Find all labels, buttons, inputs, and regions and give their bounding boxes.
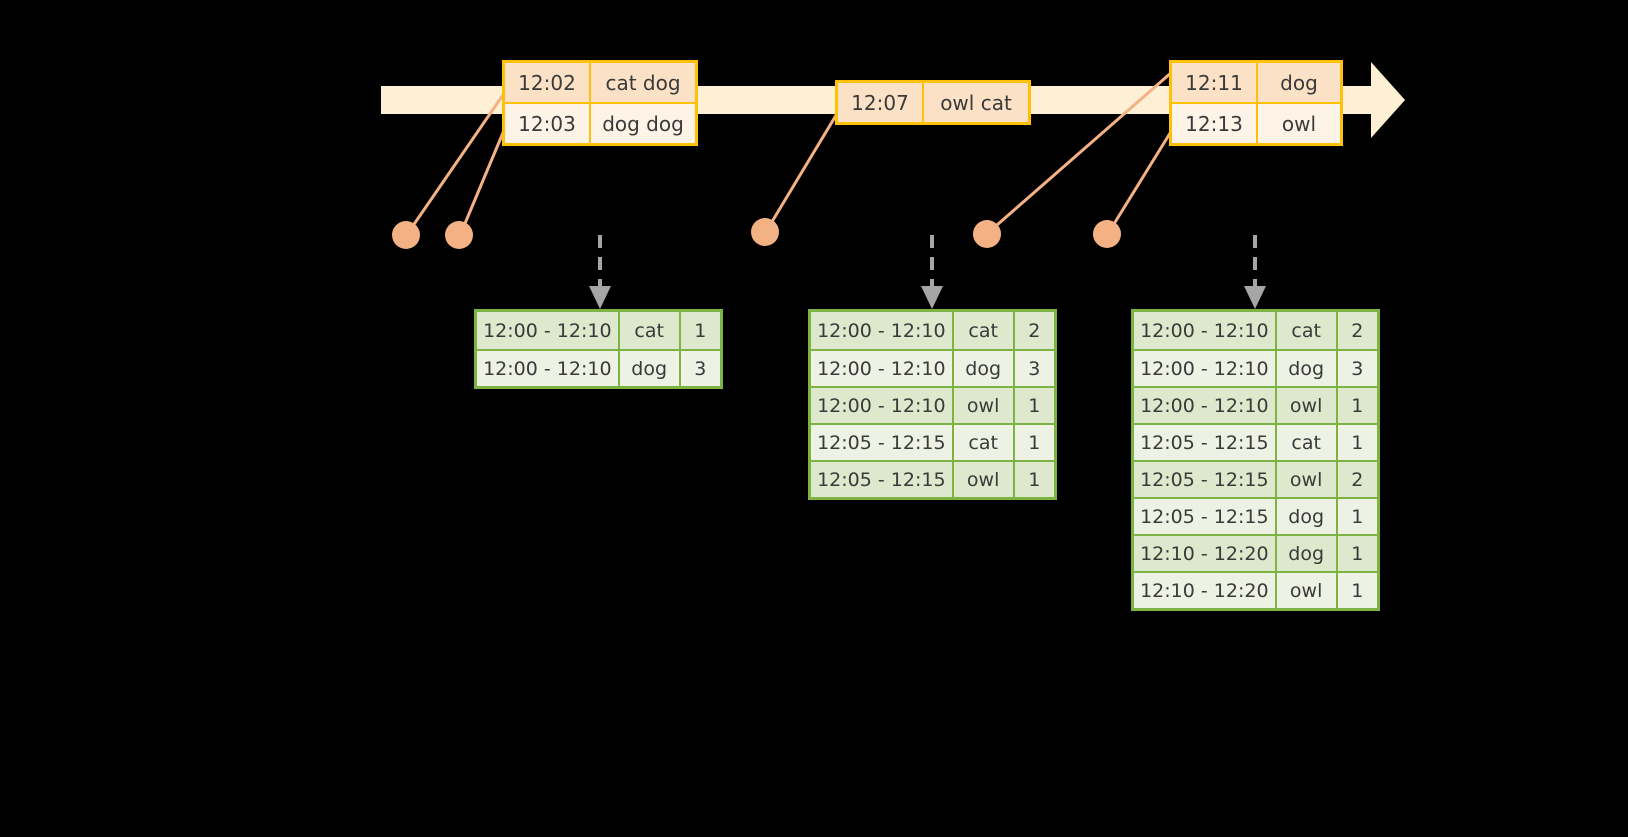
dashed-arrow-head-2 <box>921 286 943 309</box>
event-value: dog dog <box>591 104 695 143</box>
event-value: cat dog <box>591 63 695 102</box>
event-row: 12:13 owl <box>1172 102 1340 143</box>
key-cell: owl <box>1276 388 1338 423</box>
table-row: 12:00 - 12:10 owl 1 <box>811 386 1054 423</box>
dashed-arrow-head-3 <box>1244 286 1266 309</box>
count-cell: 2 <box>1337 462 1377 497</box>
key-cell: dog <box>619 351 681 386</box>
count-cell: 1 <box>1014 425 1054 460</box>
count-cell: 2 <box>1337 312 1377 349</box>
window-cell: 12:10 - 12:20 <box>1134 573 1277 608</box>
key-cell: cat <box>1276 425 1338 460</box>
event-time: 12:07 <box>838 83 924 122</box>
table-row: 12:05 - 12:15 cat 1 <box>811 423 1054 460</box>
window-cell: 12:00 - 12:10 <box>811 388 954 423</box>
count-cell: 2 <box>1014 312 1054 349</box>
event-row: 12:11 dog <box>1172 63 1340 102</box>
connector-dot-5 <box>1093 220 1121 248</box>
key-cell: cat <box>953 312 1015 349</box>
table-row: 12:00 - 12:10 dog 3 <box>1134 349 1377 386</box>
window-cell: 12:05 - 12:15 <box>811 462 954 497</box>
window-cell: 12:00 - 12:10 <box>477 312 620 349</box>
count-cell: 1 <box>1337 536 1377 571</box>
event-box-2: 12:07 owl cat <box>835 80 1031 125</box>
window-cell: 12:00 - 12:10 <box>1134 351 1277 386</box>
count-cell: 3 <box>1014 351 1054 386</box>
window-cell: 12:05 - 12:15 <box>811 425 954 460</box>
table-row: 12:00 - 12:10 dog 3 <box>477 349 720 386</box>
event-value: owl cat <box>924 83 1028 122</box>
table-row: 12:00 - 12:10 cat 1 <box>477 312 720 349</box>
count-cell: 3 <box>680 351 720 386</box>
event-value: dog <box>1258 63 1340 102</box>
key-cell: cat <box>1276 312 1338 349</box>
window-cell: 12:00 - 12:10 <box>811 312 954 349</box>
window-cell: 12:10 - 12:20 <box>1134 536 1277 571</box>
event-value: owl <box>1258 104 1340 143</box>
window-cell: 12:05 - 12:15 <box>1134 425 1277 460</box>
count-cell: 1 <box>1337 425 1377 460</box>
event-time: 12:03 <box>505 104 591 143</box>
event-time: 12:02 <box>505 63 591 102</box>
key-cell: owl <box>953 462 1015 497</box>
table-row: 12:00 - 12:10 dog 3 <box>811 349 1054 386</box>
count-cell: 1 <box>1337 499 1377 534</box>
connector-dot-3 <box>751 218 779 246</box>
connector-line-3 <box>765 110 840 232</box>
key-cell: cat <box>953 425 1015 460</box>
table-row: 12:00 - 12:10 cat 2 <box>1134 312 1377 349</box>
result-table-3: 12:00 - 12:10 cat 2 12:00 - 12:10 dog 3 … <box>1131 309 1380 611</box>
table-row: 12:00 - 12:10 cat 2 <box>811 312 1054 349</box>
connector-dots <box>392 218 1121 249</box>
key-cell: dog <box>1276 536 1338 571</box>
event-time: 12:11 <box>1172 63 1258 102</box>
key-cell: cat <box>619 312 681 349</box>
count-cell: 1 <box>1337 573 1377 608</box>
event-row: 12:02 cat dog <box>505 63 695 102</box>
table-row: 12:10 - 12:20 dog 1 <box>1134 534 1377 571</box>
result-table-1: 12:00 - 12:10 cat 1 12:00 - 12:10 dog 3 <box>474 309 723 389</box>
table-row: 12:05 - 12:15 owl 1 <box>811 460 1054 497</box>
key-cell: owl <box>1276 462 1338 497</box>
key-cell: dog <box>1276 351 1338 386</box>
count-cell: 3 <box>1337 351 1377 386</box>
table-row: 12:05 - 12:15 dog 1 <box>1134 497 1377 534</box>
window-cell: 12:05 - 12:15 <box>1134 462 1277 497</box>
result-table-2: 12:00 - 12:10 cat 2 12:00 - 12:10 dog 3 … <box>808 309 1057 500</box>
key-cell: owl <box>1276 573 1338 608</box>
window-cell: 12:00 - 12:10 <box>477 351 620 386</box>
key-cell: owl <box>953 388 1015 423</box>
dashed-arrows <box>598 235 1257 288</box>
window-cell: 12:00 - 12:10 <box>1134 388 1277 423</box>
connector-dot-4 <box>973 220 1001 248</box>
table-row: 12:10 - 12:20 owl 1 <box>1134 571 1377 608</box>
key-cell: dog <box>1276 499 1338 534</box>
connector-line-1 <box>406 90 507 235</box>
table-row: 12:05 - 12:15 owl 2 <box>1134 460 1377 497</box>
count-cell: 1 <box>1014 462 1054 497</box>
window-cell: 12:05 - 12:15 <box>1134 499 1277 534</box>
connector-line-2 <box>459 126 507 235</box>
event-box-1: 12:02 cat dog 12:03 dog dog <box>502 60 698 146</box>
event-box-3: 12:11 dog 12:13 owl <box>1169 60 1343 146</box>
window-cell: 12:00 - 12:10 <box>1134 312 1277 349</box>
dashed-arrow-head-1 <box>589 286 611 309</box>
key-cell: dog <box>953 351 1015 386</box>
table-row: 12:05 - 12:15 cat 1 <box>1134 423 1377 460</box>
dashed-arrow-heads <box>589 286 1266 309</box>
event-row: 12:07 owl cat <box>838 83 1028 122</box>
event-time: 12:13 <box>1172 104 1258 143</box>
count-cell: 1 <box>1337 388 1377 423</box>
window-cell: 12:00 - 12:10 <box>811 351 954 386</box>
count-cell: 1 <box>680 312 720 349</box>
connector-dot-1 <box>392 221 420 249</box>
connector-line-5 <box>1107 128 1174 234</box>
count-cell: 1 <box>1014 388 1054 423</box>
table-row: 12:00 - 12:10 owl 1 <box>1134 386 1377 423</box>
connector-dot-2 <box>445 221 473 249</box>
event-row: 12:03 dog dog <box>505 102 695 143</box>
